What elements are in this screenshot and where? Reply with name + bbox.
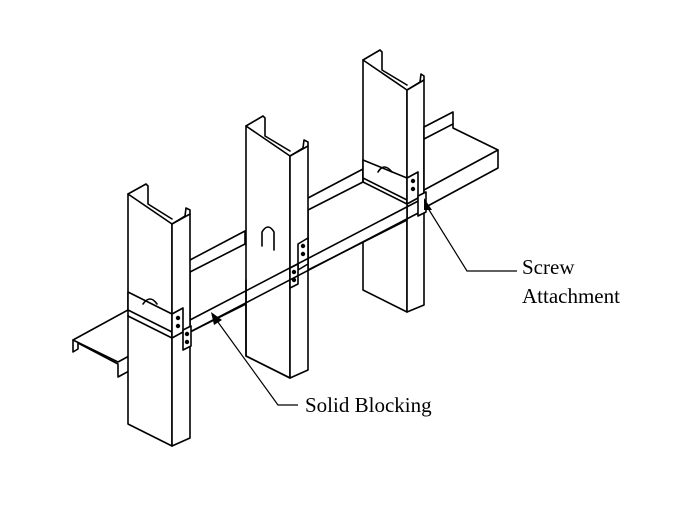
callout-screw-attachment-line1: Screw	[522, 255, 575, 279]
callout-solid-blocking: Solid Blocking	[305, 391, 432, 420]
stud-middle-web	[245, 125, 291, 379]
screw-icon	[184, 331, 190, 337]
screw-icon	[300, 243, 306, 249]
arrowhead-icon	[424, 198, 432, 210]
stud-right-lip	[362, 49, 408, 86]
blocking-track	[189, 111, 499, 333]
stud-left	[127, 183, 192, 447]
screw-icon	[291, 269, 297, 275]
stud-middle-knockout	[261, 226, 275, 251]
callout-solid-blocking-line1: Solid Blocking	[305, 393, 432, 417]
callout-screw-attachment-line2: Attachment	[522, 284, 620, 308]
track-right-end	[423, 111, 499, 209]
screw-icon	[410, 186, 416, 192]
leader-screw-attachment	[424, 198, 517, 272]
callout-screw-attachment: Screw Attachment	[522, 253, 620, 311]
stud-right-clip	[362, 159, 427, 217]
stud-left-clip	[171, 307, 184, 339]
screw-icon	[175, 323, 181, 329]
arrowhead-icon	[211, 312, 222, 325]
screw-icon	[184, 339, 190, 345]
screw-icon	[175, 315, 181, 321]
screw-icon	[410, 178, 416, 184]
stud-middle	[245, 115, 309, 379]
track-front-edge-top	[189, 197, 425, 321]
leader-solid-blocking	[211, 312, 298, 406]
track-front-edge-bottom	[189, 209, 425, 333]
screw-icon	[300, 251, 306, 257]
